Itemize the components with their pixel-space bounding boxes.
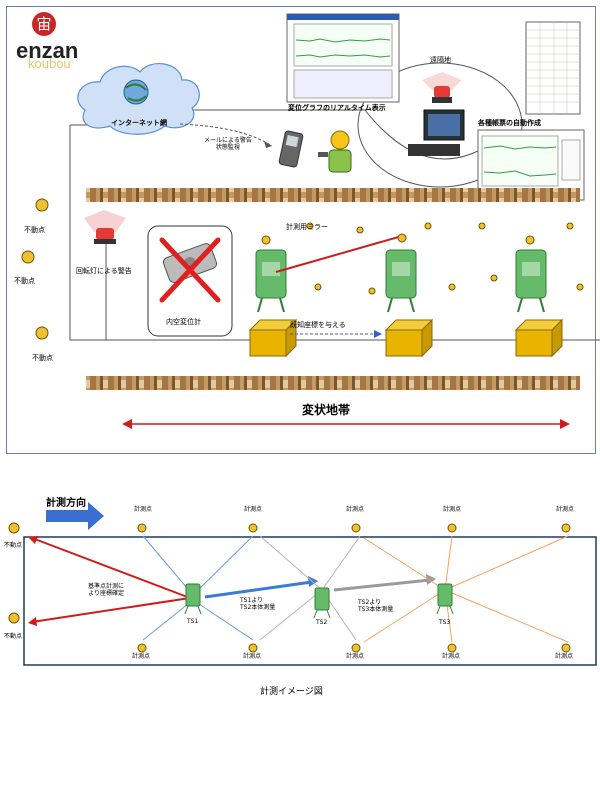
ts2-label: TS2	[316, 619, 328, 626]
remote-label: 遠隔地	[430, 56, 451, 64]
top-diagram-frame	[6, 6, 596, 454]
measure-point-top-5: 計測点	[556, 506, 575, 513]
cross-icon	[159, 237, 221, 303]
warning-light-icon	[422, 72, 462, 103]
graph-screenshot	[286, 13, 400, 103]
report-label: 各種帳票の自動作成	[478, 119, 541, 127]
prism-icon	[8, 522, 571, 653]
logo: 宙 enzan koubou	[16, 12, 106, 71]
coord-label: 既知座標を与える	[290, 321, 346, 329]
mirror-label: 計測用ミラー	[286, 223, 328, 231]
bottom-diagram	[8, 502, 597, 666]
logo-text: enzan	[16, 38, 79, 63]
controller-box-icon	[248, 318, 298, 358]
total-station-icon	[184, 583, 202, 615]
monitor-icon	[408, 109, 465, 156]
measure-point-top-3: 計測点	[346, 506, 365, 513]
total-station-icon	[385, 249, 417, 313]
fixed-point-label-2: 不動点	[14, 277, 35, 285]
controller-box-icon	[514, 318, 564, 358]
measure-point-bottom-5: 計測点	[555, 653, 574, 660]
fixed-point-label-left-top: 不動点	[4, 542, 23, 549]
measure-point-bottom-1: 計測点	[132, 653, 151, 660]
fixed-point-label-1: 不動点	[24, 226, 45, 234]
fixed-point-label-left-bottom: 不動点	[4, 633, 23, 640]
total-station-icon	[436, 583, 454, 615]
phone-icon	[278, 130, 304, 168]
ts2-note: TS2より TS3本体測量	[358, 599, 394, 613]
direction-label: 計測方向	[46, 498, 86, 509]
ts1-note: TS1より TS2本体測量	[240, 597, 276, 611]
measure-point-top-2: 計測点	[244, 506, 263, 513]
total-station-icon	[515, 249, 547, 313]
ts3-label: TS3	[439, 619, 451, 626]
controller-box-icon	[384, 318, 434, 358]
measure-point-top-4: 計測点	[443, 506, 462, 513]
measure-point-bottom-4: 計測点	[442, 653, 461, 660]
inclinometer-label: 内空変位計	[166, 318, 201, 326]
mail-warning-label: メールによる警告 状態監視	[204, 137, 252, 151]
spreadsheet-screenshot	[525, 21, 581, 115]
logo-icon: 宙	[32, 12, 56, 36]
ts1-label: TS1	[187, 618, 199, 625]
total-station-icon	[255, 249, 287, 313]
top-diagram	[21, 13, 600, 429]
total-station-icon	[313, 587, 331, 619]
arrow-right-icon	[46, 502, 104, 530]
measure-point-bottom-3: 計測点	[346, 653, 365, 660]
warning-light-icon	[84, 210, 126, 244]
rotating-light-label: 回転灯による警告	[76, 267, 132, 275]
cloud-label: インターネット網	[111, 119, 167, 127]
graph-title: 変位グラフのリアルタイム表示	[288, 104, 386, 112]
remote-ellipse	[357, 62, 523, 188]
baseline-note: 基準点計測に より座標確定	[88, 583, 125, 597]
measurement-line	[275, 235, 403, 273]
fixed-point-label-3: 不動点	[32, 354, 53, 362]
logo-subtext: koubou	[28, 56, 71, 71]
worker-icon	[318, 130, 352, 173]
diagram-caption: 計測イメージ図	[260, 687, 323, 697]
prism-icon	[21, 198, 584, 340]
measure-point-bottom-2: 計測点	[243, 653, 262, 660]
zone-label: 変状地帯	[302, 403, 351, 417]
measure-point-top-1: 計測点	[134, 506, 153, 513]
measure-area-frame	[23, 536, 597, 666]
